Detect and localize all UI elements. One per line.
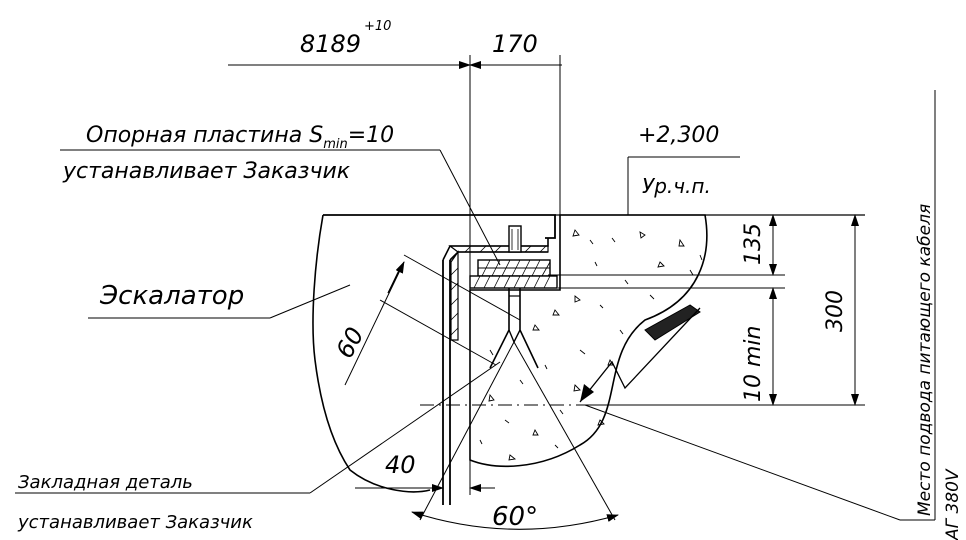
- dim-8189-tolerance: +10: [364, 19, 391, 34]
- customer-installs-label-1: устанавливает Заказчик: [62, 159, 351, 184]
- support-plate-sub: min: [323, 137, 348, 152]
- support-plate-label: Опорная пластина Smin=10: [86, 123, 394, 152]
- support-plate-prefix: Опорная пластина S: [86, 123, 323, 148]
- cable-spec-label: АГ 380V: [943, 468, 963, 540]
- customer-installs-label-2: устанавливает Заказчик: [17, 512, 253, 533]
- angle-60-lines: [411, 341, 619, 530]
- leader-lines: [15, 90, 936, 521]
- dim-8189-text: 8189: [300, 30, 361, 58]
- dim-40-lines: [355, 460, 495, 495]
- right-dimensions: [769, 214, 859, 406]
- embedded-part-label: Закладная деталь: [18, 472, 193, 493]
- level-value: +2,300: [638, 123, 719, 148]
- cable-entry-label: Место подвода питающего кабеля: [915, 204, 935, 516]
- dim-60-lines: [344, 254, 521, 386]
- level-label: Ур.ч.п.: [642, 174, 711, 198]
- dim-300-text: 300: [823, 290, 848, 332]
- angle-60-text: 60°: [492, 502, 538, 532]
- top-dimensions: [228, 55, 562, 290]
- dim-135-text: 135: [741, 223, 766, 265]
- dim-170-text: 170: [492, 30, 538, 58]
- escalator-label: Эскалатор: [99, 281, 244, 311]
- dim-10min-text: 10 min: [741, 326, 766, 402]
- cable-arrow-icon: [579, 304, 701, 403]
- support-plate-assembly: [469, 225, 558, 369]
- dim-60-text: 60: [331, 323, 370, 363]
- support-plate-suffix: =10: [348, 123, 394, 148]
- floor-lines: [420, 214, 865, 406]
- dim-40-text: 40: [385, 451, 416, 479]
- concrete-floor: [469, 214, 708, 468]
